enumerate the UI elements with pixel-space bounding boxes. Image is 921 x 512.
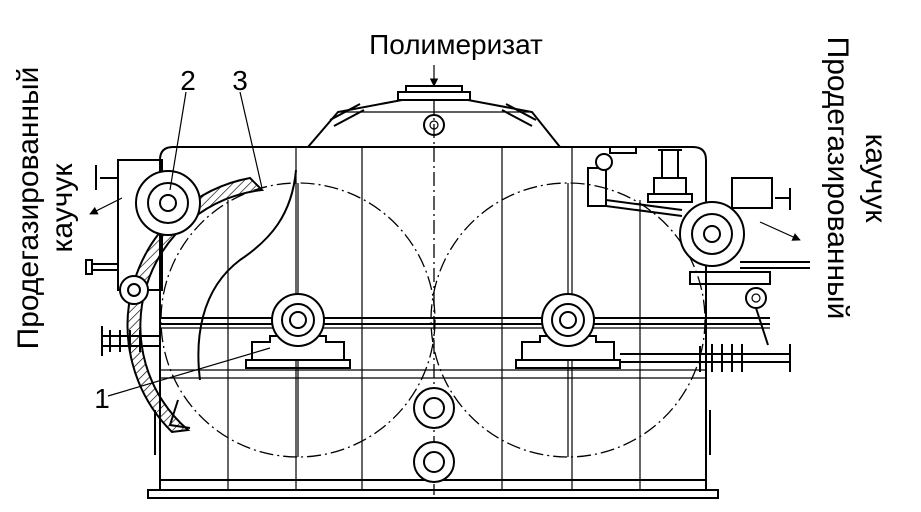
left-discharge — [85, 159, 201, 356]
shaft-rails — [160, 317, 770, 329]
lower-rollers — [413, 387, 455, 483]
label-num-1: 1 — [94, 383, 110, 414]
label-polymerizate: Полимеризат — [369, 29, 543, 60]
right-discharge — [605, 177, 810, 372]
left-bearing — [245, 293, 351, 369]
leader-lines — [107, 91, 271, 397]
top-right-fittings — [587, 146, 693, 207]
right-bearing — [515, 293, 621, 369]
label-left-rubber-line1: Продегазированный — [12, 67, 45, 350]
label-left-rubber-line2: каучук — [46, 163, 79, 253]
housing — [154, 146, 711, 490]
label-right-rubber-line1: Продегазированный — [821, 37, 854, 320]
label-right-rubber-line2: каучук — [859, 134, 892, 224]
label-num-3: 3 — [232, 65, 248, 96]
label-num-2: 2 — [180, 65, 196, 96]
base-plate — [147, 480, 719, 499]
